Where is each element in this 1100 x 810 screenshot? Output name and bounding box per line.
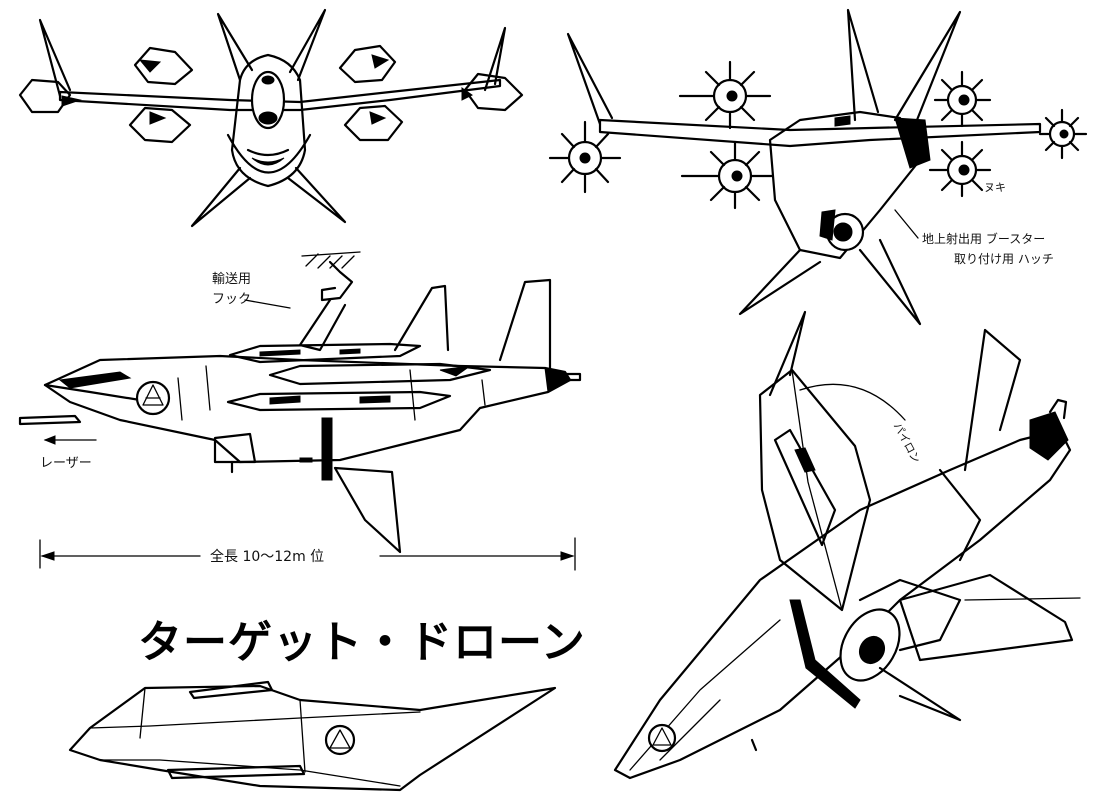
length-dimension-line [39,537,576,571]
spiked-pod [548,120,622,194]
spiked-pod [928,140,992,198]
hook-label-line2: フック [212,292,252,307]
spiked-pod [1038,108,1088,160]
booster-label-line1: 地上射出用 ブースター [922,232,1046,246]
front-view-drone [18,8,524,228]
length-label: 全長 10～12m 位 [210,549,325,565]
booster-label-line2: 取り付け用 ハッチ [954,252,1054,266]
nuki-label: ヌキ [984,181,1006,194]
laser-label: レーザー [40,456,92,471]
side-view-drone [18,251,582,554]
spiked-pod [680,140,774,210]
three-quarter-view-drone [613,310,1081,780]
sheet-title: ターゲット・ドローン [138,617,586,668]
hook-label-line1: 輸送用 [212,272,252,287]
rear-view-drone [548,8,1088,326]
top-view-drone [68,680,557,792]
spiked-pod [678,60,772,130]
spiked-pod [933,70,992,128]
